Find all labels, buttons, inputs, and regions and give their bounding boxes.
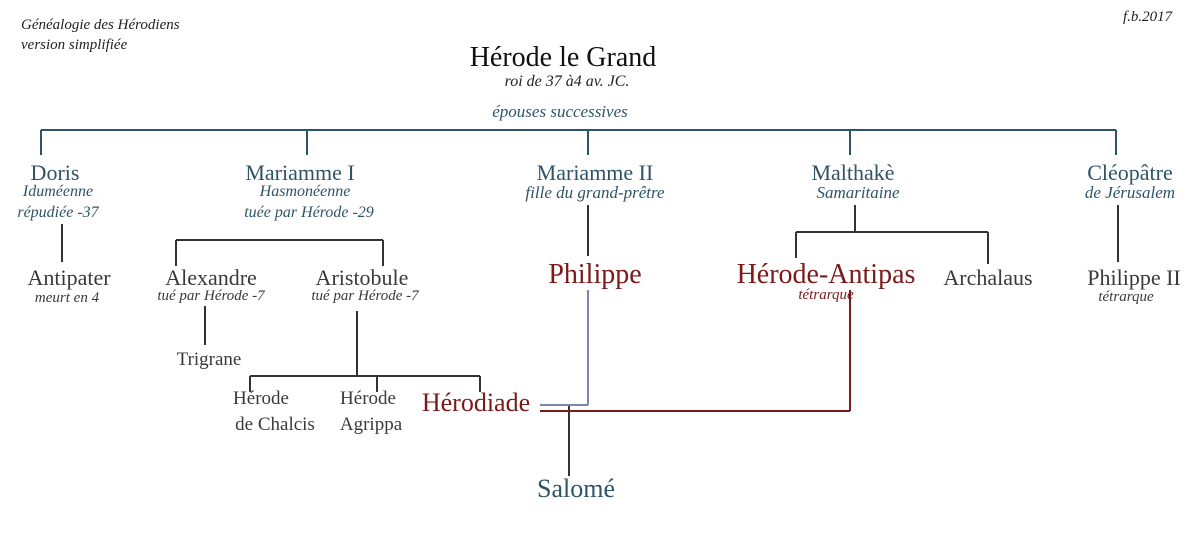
signature: f.b.2017 (1123, 9, 1173, 25)
spouse-fate-doris: répudiée -37 (17, 204, 99, 221)
spouse-name-doris: Doris (30, 160, 80, 185)
spouse-name-mariamme-i: Mariamme I (245, 160, 355, 185)
spouses-caption: épouses successives (492, 102, 628, 121)
grandchild-herodiade: Hérodiade (421, 388, 531, 417)
child-aristobule: Aristobule (315, 265, 409, 290)
diagram-title: Généalogie des Hérodiens version simplif… (21, 16, 180, 55)
child-alexandre-note: tué par Hérode -7 (157, 288, 265, 304)
spouse-origin-malthake: Samaritaine (816, 183, 900, 202)
diagram-title-line1: Généalogie des Hérodiens (21, 17, 180, 33)
spouse-name-malthake: Malthakè (811, 160, 895, 185)
spouse-origin-mariamme-i: Hasmonéenne (259, 183, 351, 200)
diagram-title-line2: version simplifiée (21, 36, 128, 53)
grandchild-trigrane: Trigrane (176, 349, 242, 370)
child-philippe-ii-note: tétrarque (1098, 289, 1154, 305)
child-alexandre: Alexandre (165, 265, 257, 290)
spouse-name-cleopatre: Cléopâtre (1087, 160, 1173, 185)
root-subtitle: roi de 37 à4 av. JC. (504, 73, 630, 90)
child-antipater: Antipater (27, 265, 111, 290)
grandchild-herode-agrippa-line2: Agrippa (339, 414, 403, 435)
spouse-name-mariamme-ii: Mariamme II (536, 160, 654, 185)
root-name: Hérode le Grand (469, 42, 657, 73)
child-herode-antipas-note: tétrarque (798, 287, 854, 303)
child-herode-antipas: Hérode-Antipas (736, 259, 916, 290)
child-philippe-ii: Philippe II (1087, 265, 1181, 290)
spouse-origin-cleopatre: de Jérusalem (1084, 183, 1176, 202)
child-archalaus: Archalaus (943, 265, 1033, 290)
child-antipater-note: meurt en 4 (34, 290, 100, 306)
spouse-fate-mariamme-i: tuée par Hérode -29 (244, 204, 374, 221)
spouse-origin-doris: Iduméenne (22, 183, 94, 200)
child-philippe: Philippe (548, 259, 642, 290)
grandchild-herode-chalcis-line1: Hérode (233, 388, 289, 409)
great-grandchild-salome: Salomé (537, 474, 615, 503)
child-aristobule-note: tué par Hérode -7 (311, 288, 419, 304)
spouse-origin-mariamme-ii: fille du grand-prêtre (525, 183, 665, 202)
grandchild-herode-agrippa-line1: Hérode (340, 388, 396, 409)
grandchild-herode-chalcis-line2: de Chalcis (235, 414, 315, 435)
